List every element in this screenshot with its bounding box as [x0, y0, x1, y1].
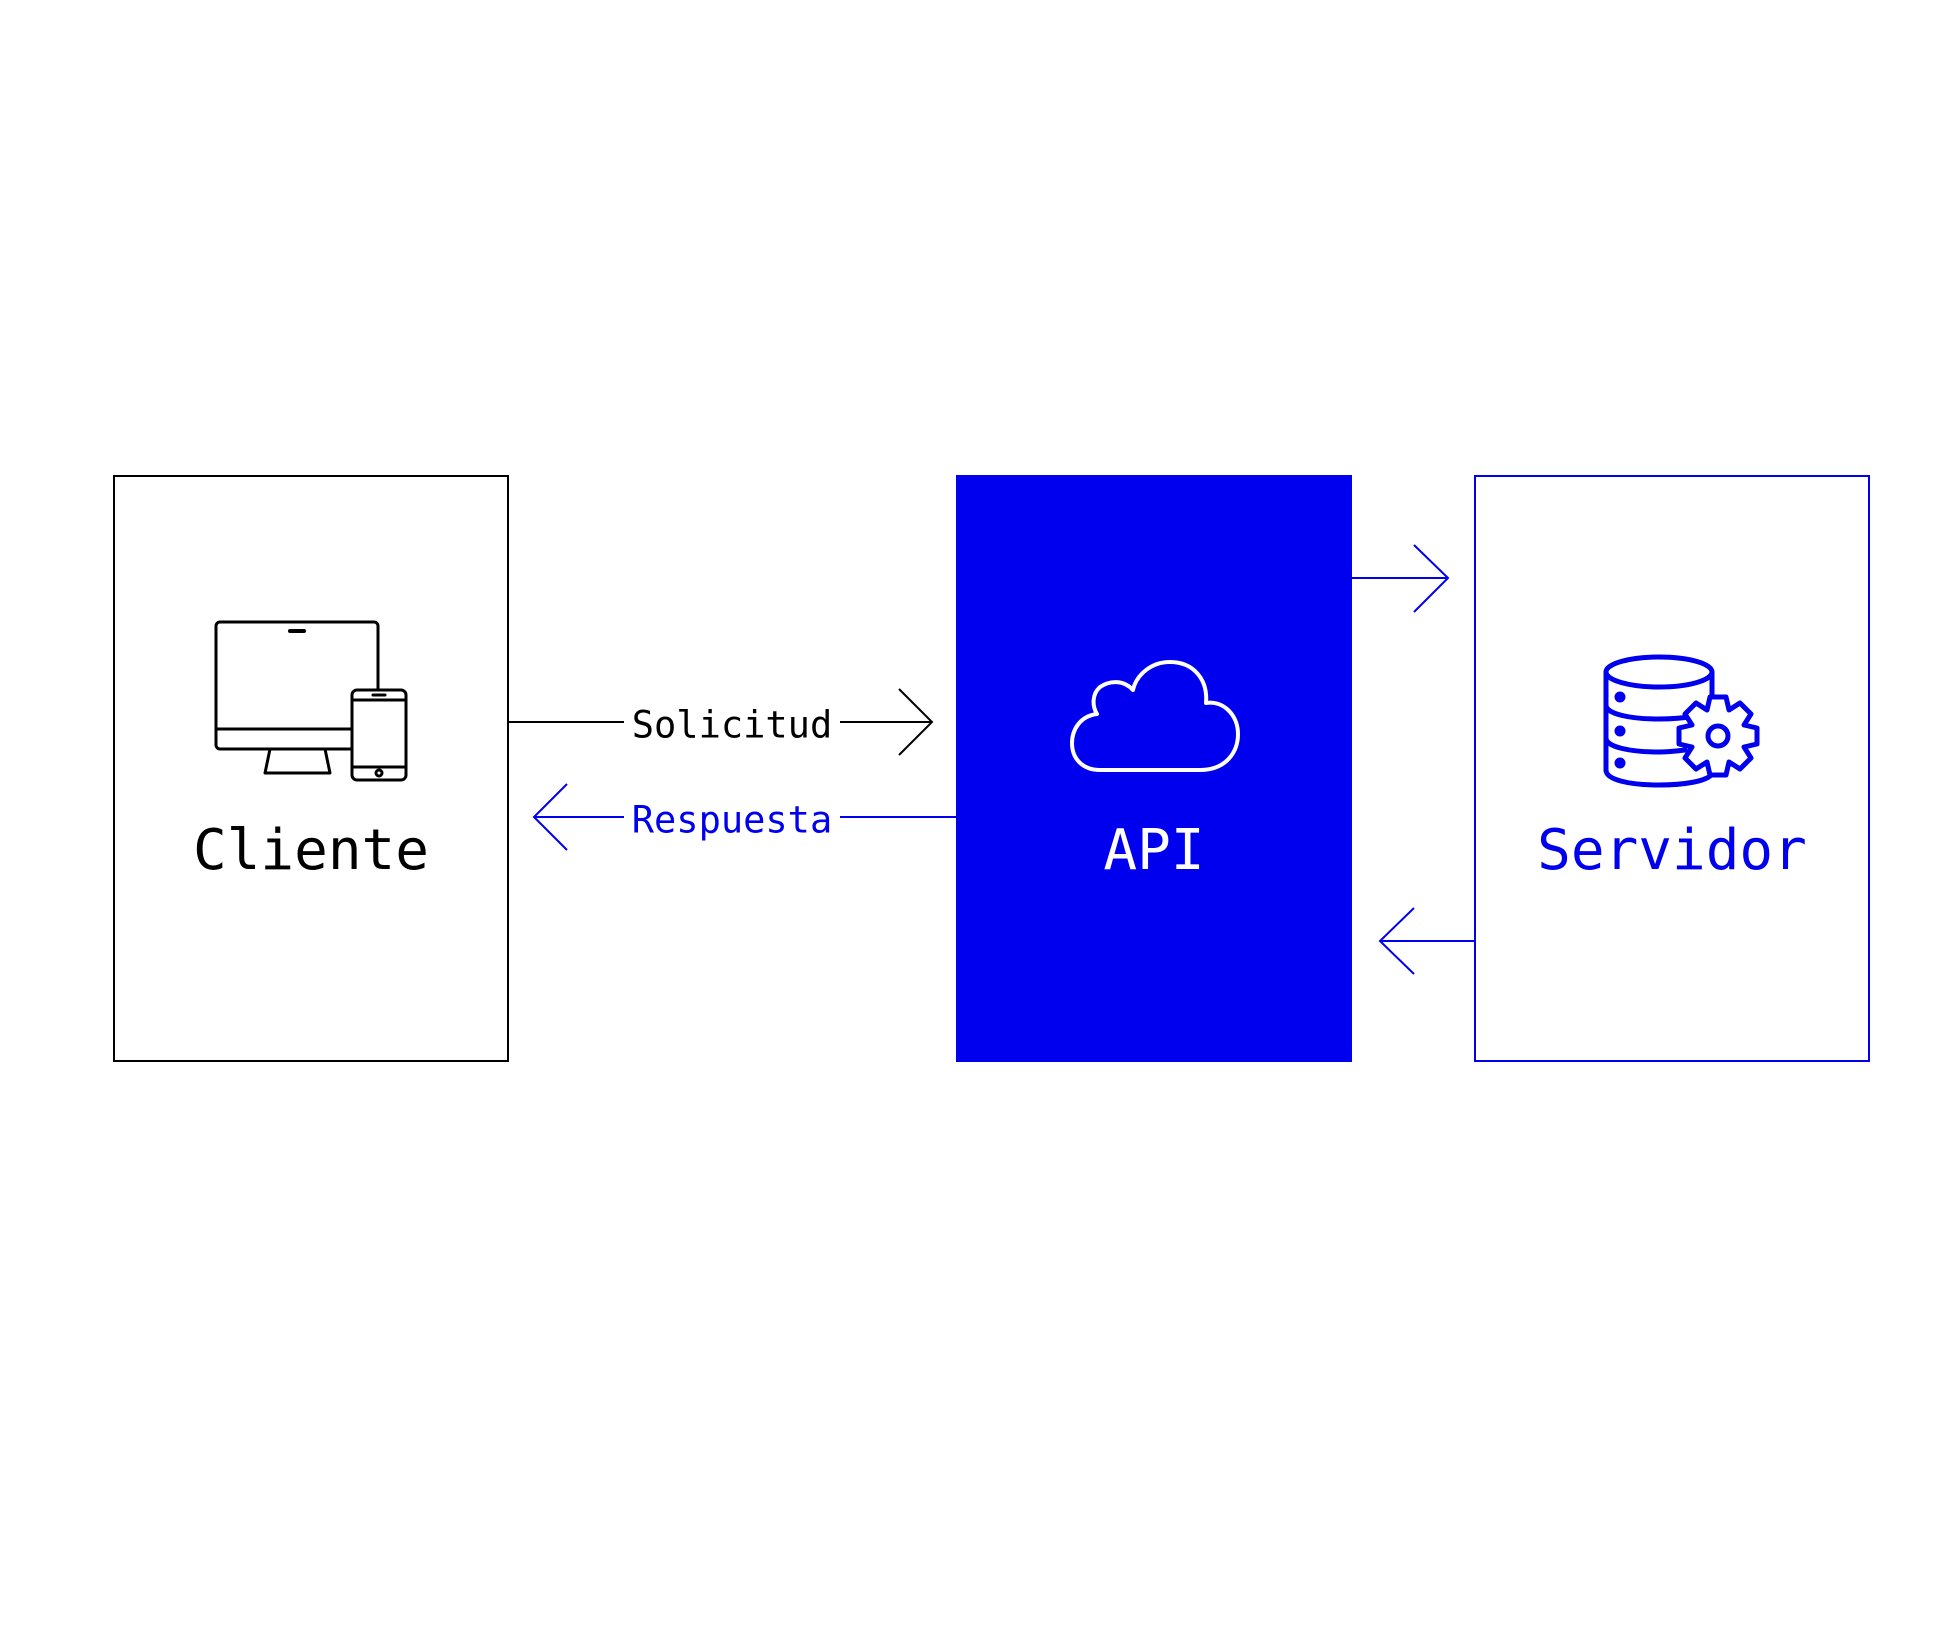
api-label: API: [1103, 818, 1204, 883]
cliente-node: Cliente: [113, 475, 509, 1062]
edge-servidor-to-api: [1378, 907, 1475, 975]
respuesta-label: Respuesta: [632, 799, 832, 842]
edge-respuesta: Respuesta: [532, 783, 957, 851]
api-to-servidor-arrowhead: [1413, 544, 1450, 613]
servidor-to-api-arrowhead: [1378, 907, 1415, 975]
servidor-box: [1474, 475, 1870, 1062]
cliente-box: [113, 475, 509, 1062]
solicitud-label: Solicitud: [632, 704, 832, 747]
servidor-label: Servidor: [1537, 818, 1807, 883]
edge-api-to-servidor: [1351, 544, 1450, 613]
database-gear-icon: [1603, 654, 1760, 788]
solicitud-arrowhead: [898, 688, 934, 756]
respuesta-arrowhead: [532, 783, 568, 851]
gear-icon: [1676, 694, 1760, 778]
cloud-icon: [1070, 660, 1240, 772]
desktop-and-phone-icon: [214, 620, 408, 782]
servidor-node: Servidor: [1474, 475, 1870, 1062]
cliente-label: Cliente: [193, 818, 429, 883]
edge-solicitud: Solicitud: [508, 688, 934, 756]
api-node: API: [956, 475, 1352, 1062]
